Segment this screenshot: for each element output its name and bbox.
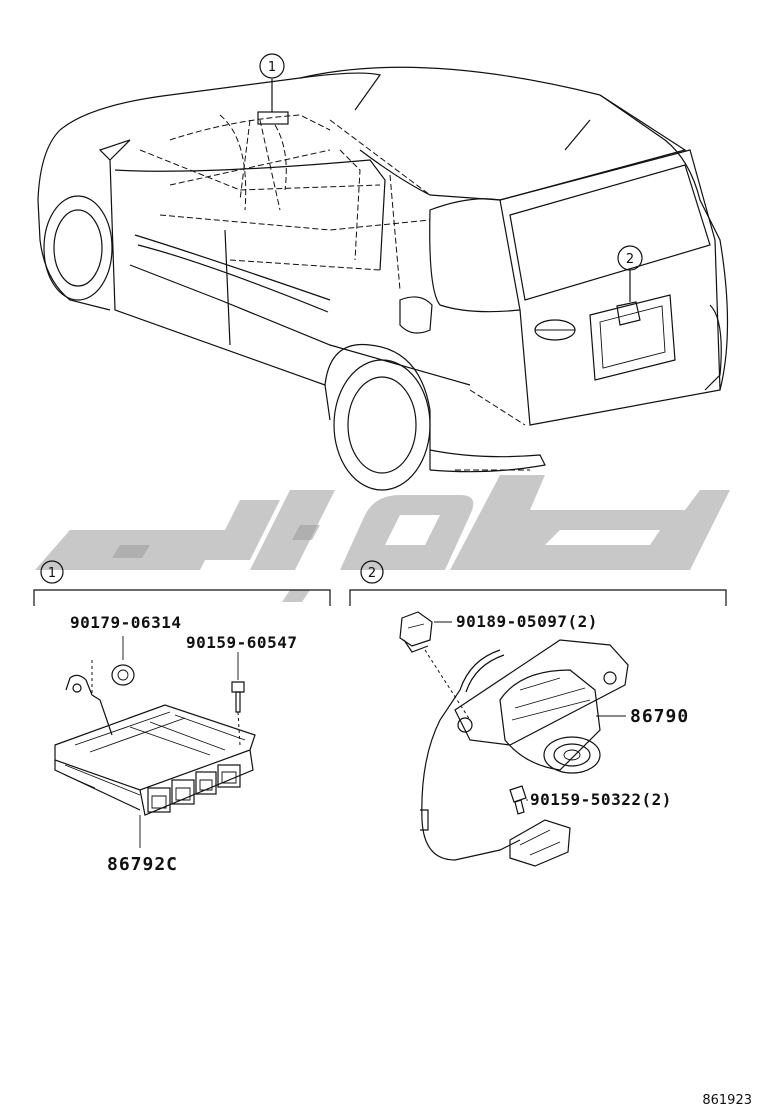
svg-text:86790: 86790 <box>630 706 689 727</box>
screw-label: 90159-60547 <box>186 633 297 652</box>
svg-text:90179-06314: 90179-06314 <box>70 613 181 632</box>
bolt-illustration <box>509 785 528 815</box>
callout-1-vehicle: 1 <box>259 53 285 79</box>
svg-text:90159-50322(2): 90159-50322(2) <box>530 790 672 809</box>
clip-label: 90189-05097(2) <box>456 612 598 631</box>
callout-2-vehicle: 2 <box>617 245 643 271</box>
svg-text:2: 2 <box>368 566 376 581</box>
section-1-header: 1 <box>33 560 331 606</box>
camera-label: 86790 <box>630 706 689 727</box>
nut-illustration <box>111 636 135 686</box>
screw-illustration <box>231 652 245 746</box>
vehicle-illustration <box>37 66 729 491</box>
bolt-label: 90159-50322(2) <box>530 790 672 809</box>
camera-illustration <box>420 639 629 867</box>
svg-text:90159-60547: 90159-60547 <box>186 633 297 652</box>
svg-text:1: 1 <box>48 566 56 581</box>
ecu-illustration <box>54 660 256 848</box>
svg-text:1: 1 <box>268 60 276 75</box>
section-2-header: 2 <box>349 560 727 606</box>
watermark-logo <box>35 475 730 602</box>
svg-text:86792C: 86792C <box>107 854 178 875</box>
figure-number: 861923 <box>702 1093 752 1108</box>
svg-text:2: 2 <box>626 252 634 267</box>
ecu-label: 86792C <box>107 854 178 875</box>
clip-illustration <box>399 611 471 721</box>
svg-text:861923: 861923 <box>702 1093 752 1108</box>
svg-text:90189-05097(2): 90189-05097(2) <box>456 612 598 631</box>
nut-label: 90179-06314 <box>70 613 181 632</box>
